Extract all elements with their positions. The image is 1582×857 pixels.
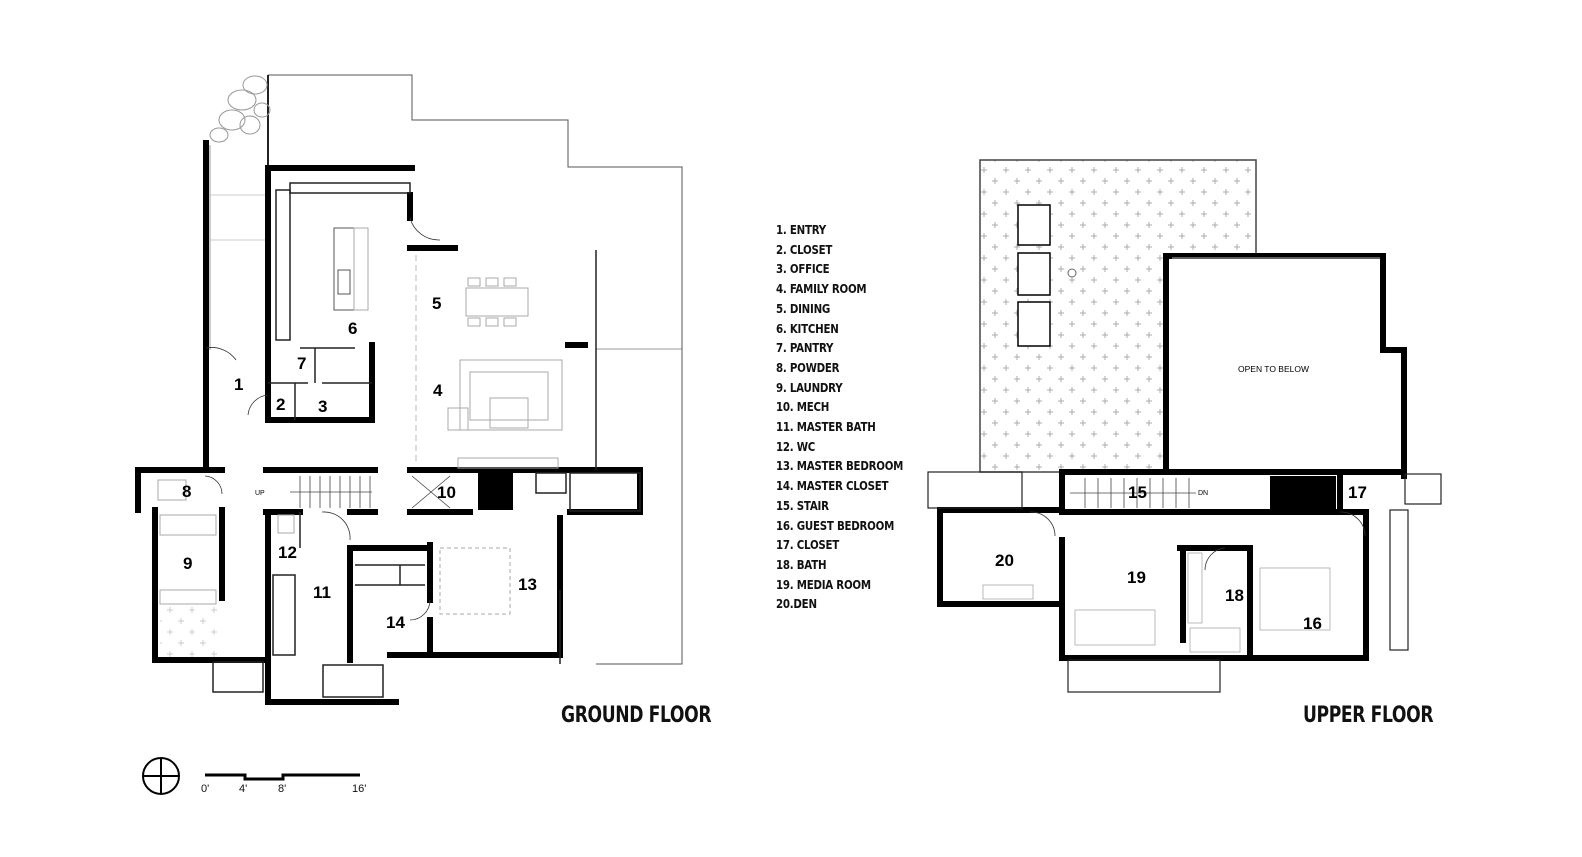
room-number: 19 [1127,568,1146,587]
room-number: 9 [183,554,192,573]
legend-item: 9. LAUNDRY [776,379,843,395]
legend-item: 3. OFFICE [776,261,830,277]
legend-item: 10. MECH [776,399,830,415]
scale-bar-icon [205,773,360,781]
room-number: 13 [518,575,537,594]
room-number: 1 [234,375,243,394]
room-number: 12 [278,543,297,562]
ground-stair [290,475,451,509]
legend-item: 15. STAIR [776,497,829,513]
stair-down-label: DN [1198,490,1208,497]
legend-item: 14. MASTER CLOSET [776,478,889,494]
mech-shaft [478,470,513,510]
scale-label: 16' [352,783,367,795]
upper-floor-title: UPPER FLOOR [1303,703,1434,728]
north-arrow-icon [142,757,180,795]
ground-floor-plan [135,74,683,795]
legend-item: 7. PANTRY [776,340,834,356]
legend-item: 16. GUEST BEDROOM [776,517,895,533]
legend-item: 17. CLOSET [776,537,840,553]
ground-floor-title: GROUND FLOOR [561,703,712,728]
legend-item: 2. CLOSET [776,241,833,257]
room-number: 16 [1303,614,1322,633]
landscape-rocks [209,75,271,143]
upper-room-numbers: 15 16 17 18 19 20 [995,483,1367,633]
room-number: 10 [437,483,456,502]
room-number: 4 [433,381,443,400]
room-number: 6 [348,319,357,338]
upper-floor-plan [927,159,1442,693]
room-number: 11 [313,583,331,602]
upper-stair [1070,478,1196,508]
upper-mech-shaft [1270,476,1336,512]
room-number: 18 [1225,586,1244,605]
legend-item: 4. FAMILY ROOM [776,281,867,297]
room-number: 20 [995,551,1014,570]
room-number: 15 [1128,483,1147,502]
legend-item: 12. WC [776,438,816,454]
ground-room-numbers: 1 2 3 4 5 6 7 8 9 10 11 12 13 14 [182,294,537,632]
legend-item: 11. MASTER BATH [776,419,876,435]
legend-item: 13. MASTER BEDROOM [776,458,904,474]
room-number: 17 [1348,483,1367,502]
room-number: 5 [432,294,441,313]
scale-label: 0' [201,783,210,795]
legend-item: 19. MEDIA ROOM [776,576,871,592]
legend-item: 5. DINING [776,300,831,316]
room-legend: 1. ENTRY 2. CLOSET 3. OFFICE 4. FAMILY R… [776,220,903,614]
open-to-below-label: OPEN TO BELOW [1238,364,1309,374]
stair-up-label: UP [255,490,265,497]
legend-item: 6. KITCHEN [776,320,839,336]
scale-label: 4' [239,783,248,795]
upper-furniture [982,552,1331,653]
room-number: 2 [276,395,285,414]
legend-item: 1. ENTRY [776,222,826,237]
room-number: 14 [386,613,405,632]
legend-item: 18. BATH [776,556,827,572]
legend-item: 20.DEN [776,596,817,612]
legend-item: 8. POWDER [776,359,840,375]
room-number: 7 [297,354,306,373]
room-number: 8 [182,482,191,501]
ground-furniture [157,227,563,615]
room-number: 3 [318,397,327,416]
scale-label: 8' [278,783,287,795]
